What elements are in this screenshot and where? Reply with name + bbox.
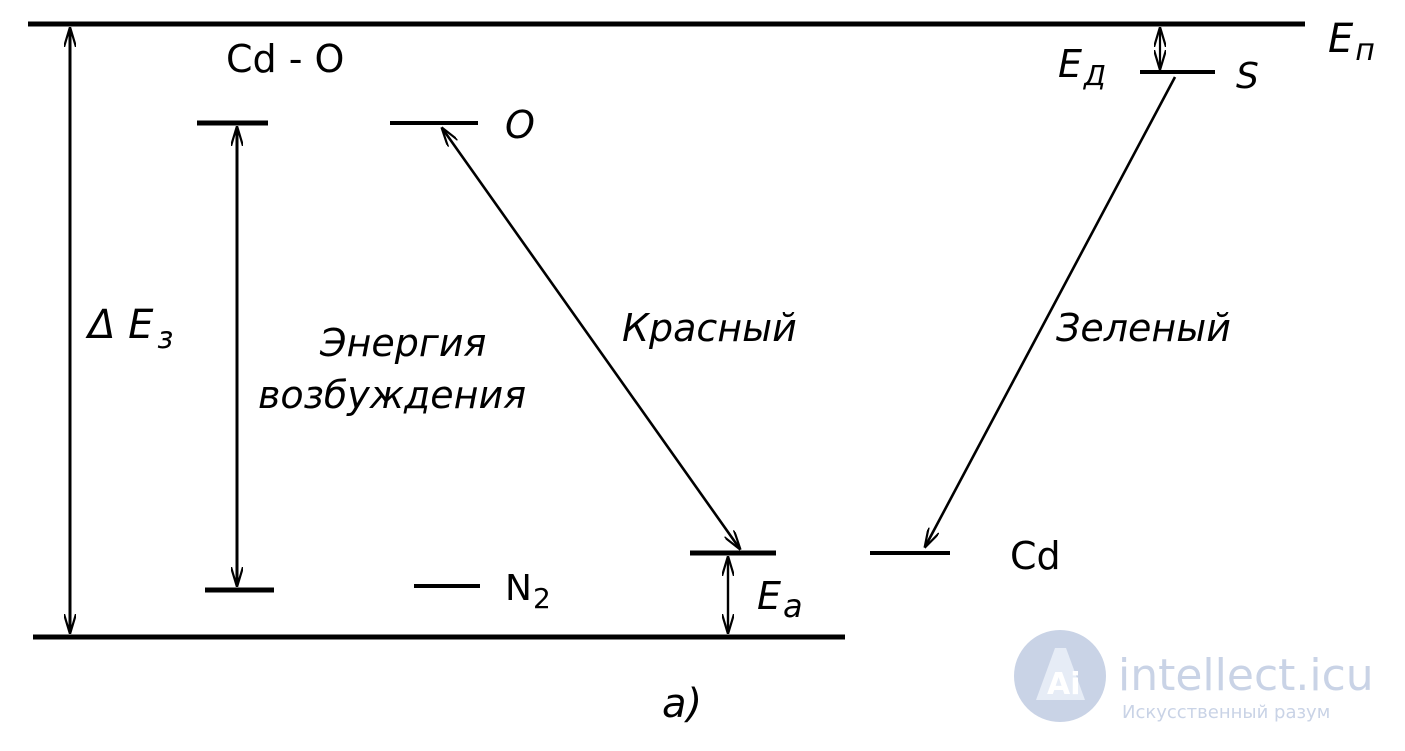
excitation-energy-label-line1: Энергия bbox=[319, 321, 486, 365]
conduction-band-label: Eп bbox=[1328, 16, 1375, 68]
green-transition-arrow bbox=[925, 76, 1177, 547]
red-transition-arrow bbox=[442, 128, 740, 549]
watermark-tagline: Искусственный разум bbox=[1122, 702, 1330, 723]
o-level-label: O bbox=[505, 103, 535, 147]
green-label: Зеленый bbox=[1056, 306, 1231, 350]
cd-label: Cd bbox=[1010, 534, 1061, 578]
red-label: Красный bbox=[622, 306, 797, 350]
watermark-logo-mark bbox=[1036, 648, 1085, 700]
watermark: Ai intellect.icu Искусственный разум bbox=[1014, 630, 1374, 723]
cd-o-label: Cd - O bbox=[226, 37, 344, 81]
acceptor-energy-label: Ea bbox=[757, 574, 803, 625]
watermark-site: intellect.icu bbox=[1118, 650, 1374, 701]
s-level-label: S bbox=[1236, 56, 1259, 97]
donor-energy-label: EД bbox=[1058, 42, 1106, 92]
watermark-logo-letters: Ai bbox=[1047, 667, 1081, 702]
excitation-energy-label-line2: возбуждения bbox=[258, 373, 526, 417]
figure-caption: a) bbox=[662, 681, 702, 727]
n2-label: N2 bbox=[505, 568, 551, 615]
